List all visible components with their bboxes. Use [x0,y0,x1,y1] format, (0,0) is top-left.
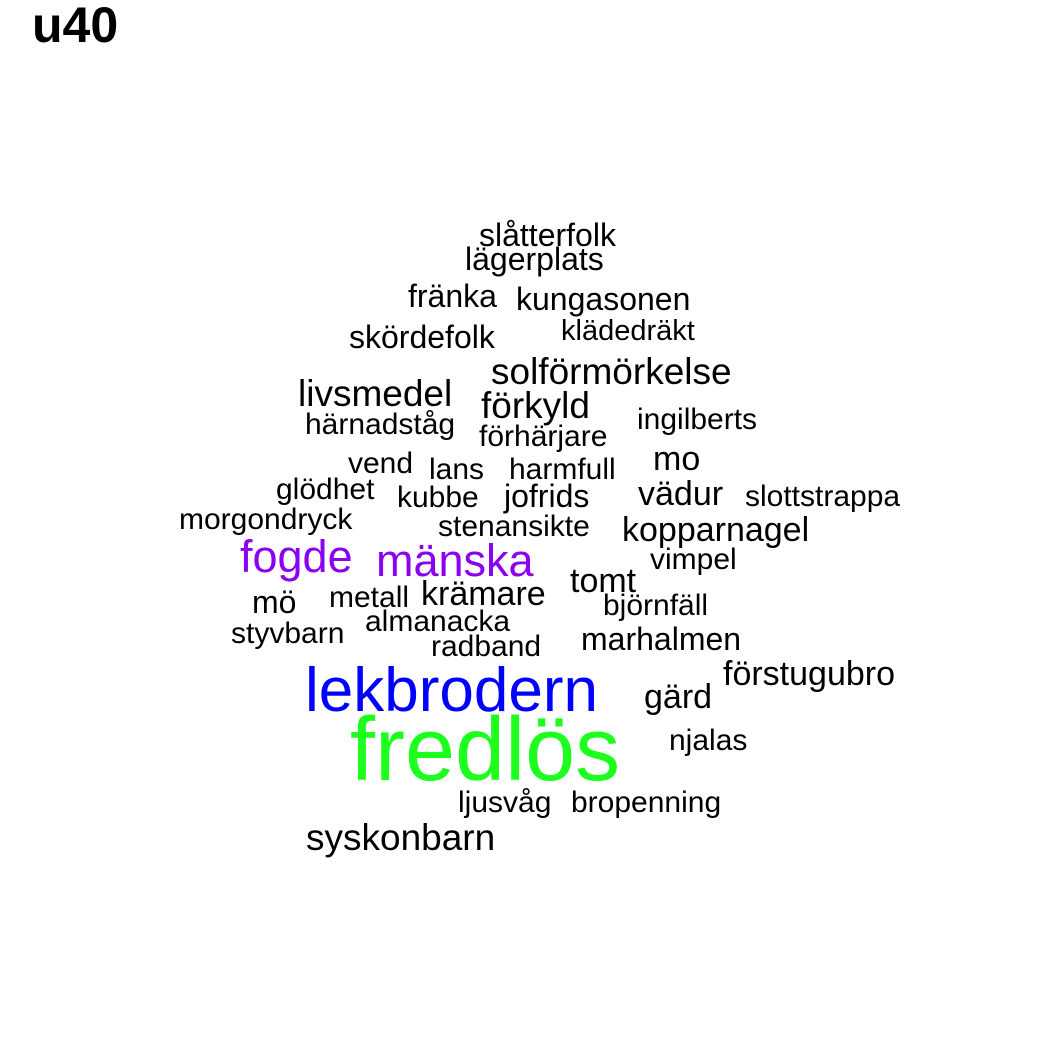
word-42: bropenning [571,786,722,819]
word-24: fogde [240,531,353,582]
word-19: vädur [638,475,724,513]
word-26: vimpel [650,543,737,576]
word-43: syskonbarn [306,817,496,858]
word-22: stenansikte [438,510,590,543]
word-25: mänska [376,535,534,586]
word-30: krämare [421,575,546,613]
word-13: lans [429,453,485,486]
word-14: harmfull [509,453,616,486]
word-2: fränka [408,278,497,314]
word-36: förstugubro [723,655,895,693]
word-20: slottstrappa [745,480,901,513]
word-41: ljusvåg [458,786,552,819]
word-9: härnadståg [305,408,456,441]
word-12: vend [348,447,414,480]
word-38: gärd [644,678,713,716]
word-40: fredlös [350,700,621,800]
word-6: solförmörkelse [491,351,732,392]
word-17: kubbe [397,481,479,514]
word-4: skördefolk [349,319,495,355]
word-0: slåtterfolk [479,217,616,253]
word-15: mo [653,440,701,478]
word-10: ingilberts [637,403,758,436]
word-28: mö [252,584,297,620]
word-31: björnfäll [603,589,709,622]
word-8: förkyld [481,385,590,426]
word-18: jofrids [504,478,590,514]
word-21: morgondryck [179,503,353,536]
word-11: förhärjare [479,420,608,453]
word-1: lägerplats [465,241,604,277]
word-37: lekbrodern [305,656,598,725]
word-23: kopparnagel [622,511,810,549]
page-title: u40 [32,0,119,53]
word-39: njalas [669,724,748,757]
word-29: metall [329,581,410,614]
word-32: almanacka [365,605,511,638]
word-3: kungasonen [516,281,691,317]
word-33: styvbarn [231,617,345,650]
word-34: marhalmen [581,621,742,657]
word-16: glödhet [276,473,375,506]
word-7: livsmedel [298,373,453,414]
word-27: tomt [570,562,637,600]
word-5: klädedräkt [561,315,695,347]
word-35: radband [431,630,542,663]
